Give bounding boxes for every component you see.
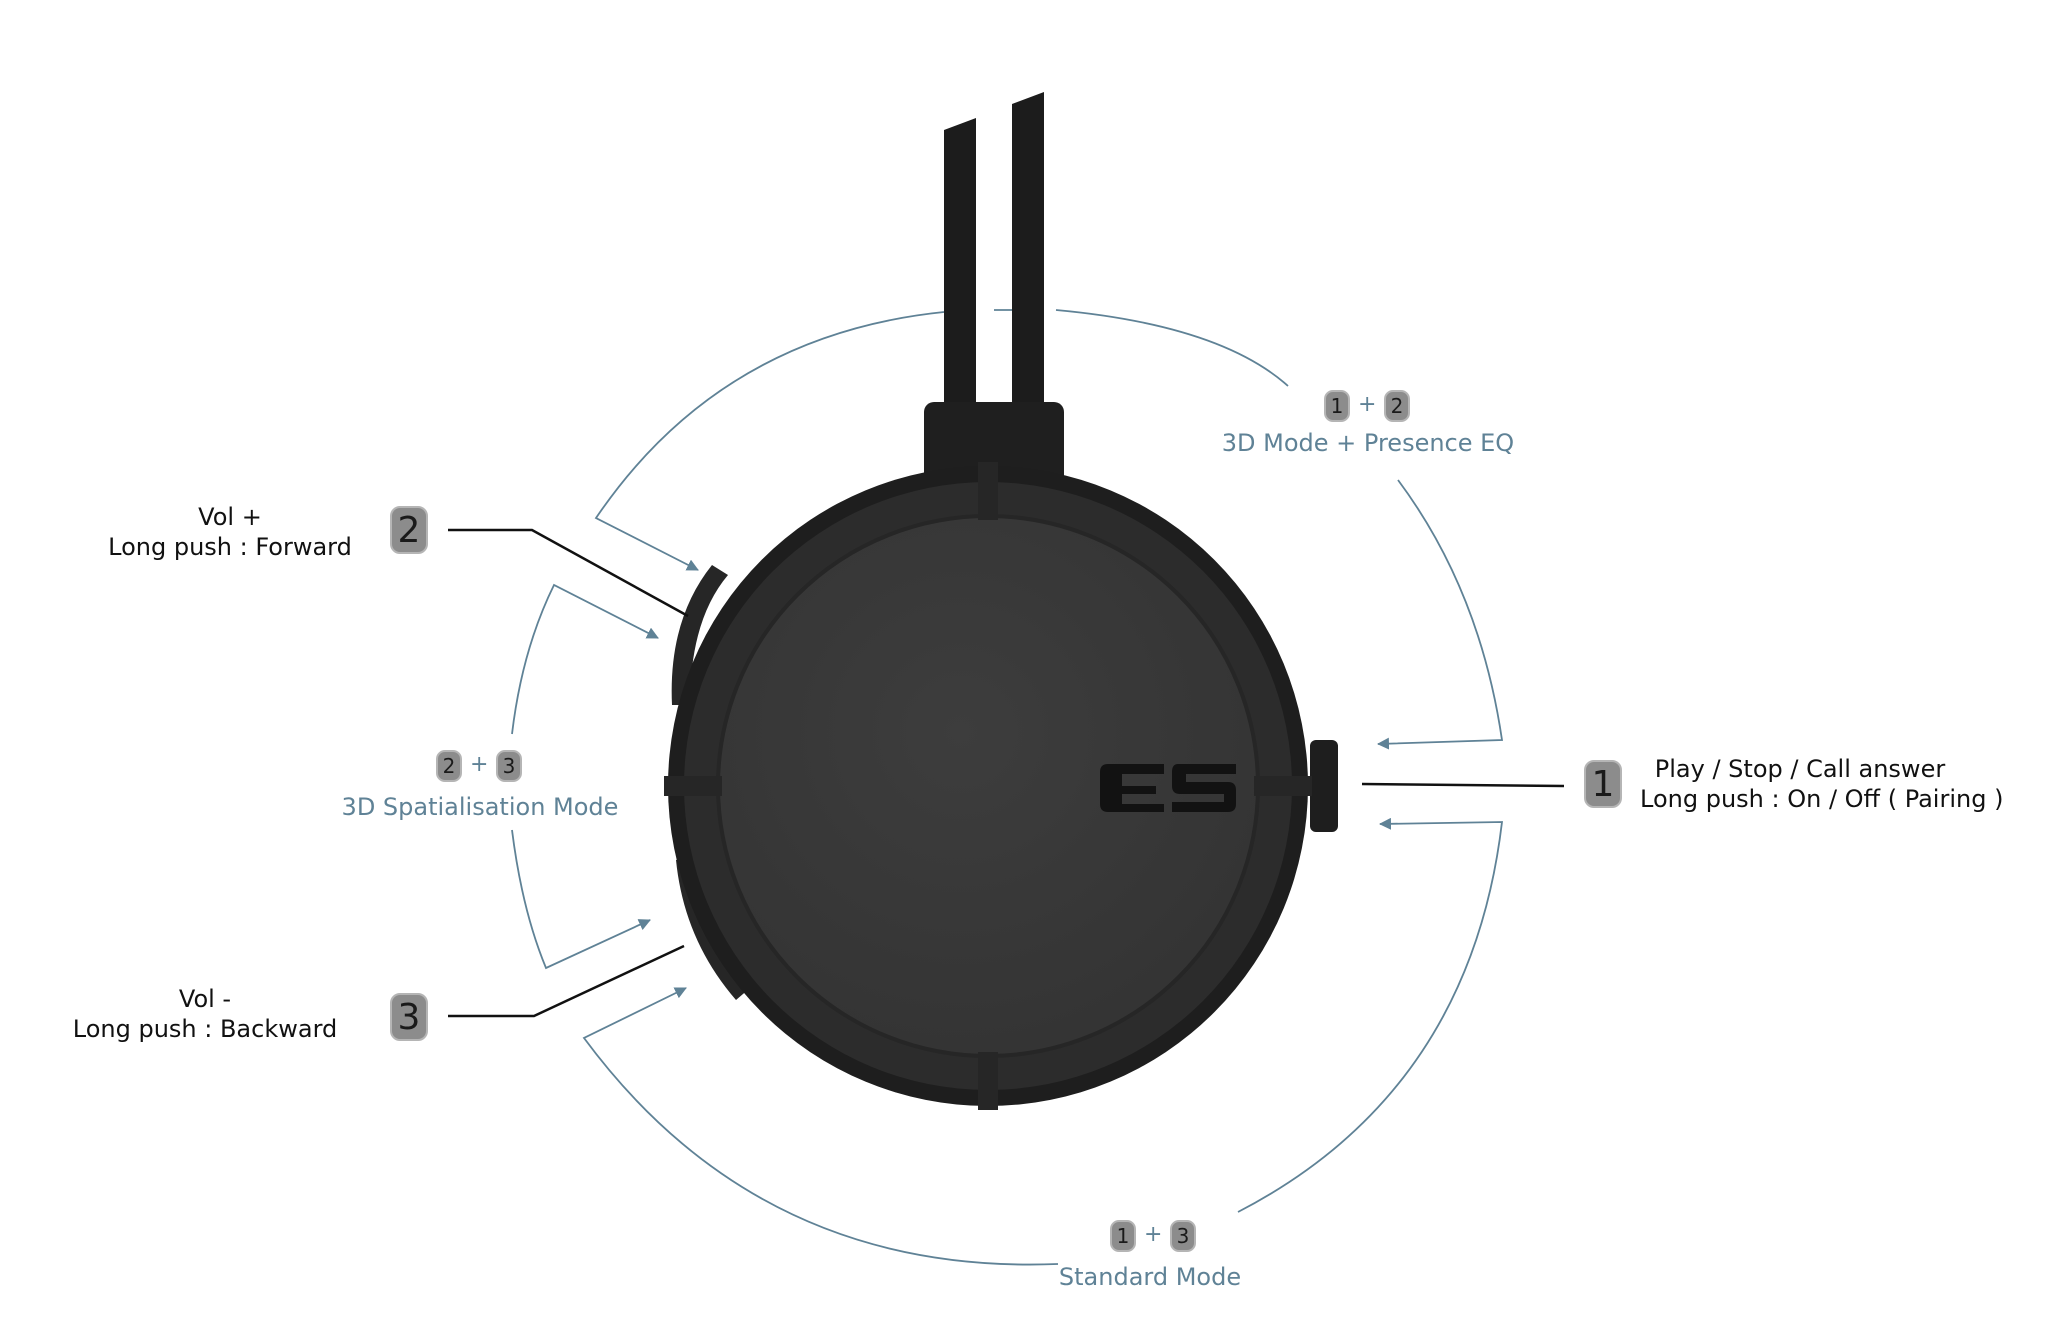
side-button-1[interactable]	[1310, 740, 1338, 832]
leader-line-2	[448, 528, 689, 618]
combo-2-3-badge-a: 2	[436, 750, 462, 782]
combo-1-2-plus: +	[1358, 392, 1377, 417]
combo-1-3-plus: +	[1144, 1222, 1163, 1247]
rim-notches	[664, 462, 1312, 1110]
button-1-line2: Long push : On / Off ( Pairing )	[1640, 785, 2004, 813]
side-button-2[interactable]	[671, 565, 728, 705]
strap-connector	[924, 402, 1064, 486]
combo-1-3-badge-b: 3	[1170, 1220, 1196, 1252]
combo-2-3-label: 3D Spatialisation Mode	[341, 793, 619, 821]
button-2-line1: Vol +	[198, 503, 262, 531]
combo-1-2-badge-a: 1	[1324, 390, 1350, 422]
arc-right-upper	[1377, 479, 1504, 750]
combo-1-2-label: 3D Mode + Presence EQ	[1221, 429, 1515, 457]
button-2-badge: 2	[390, 506, 428, 554]
button-3-line2: Long push : Backward	[72, 1015, 338, 1043]
arc-left-upper	[511, 583, 659, 735]
combo-2-3-badge-b: 3	[496, 750, 522, 782]
combo-1-3-badge-a: 1	[1110, 1220, 1136, 1252]
button-2-description: Vol + Long push : Forward	[90, 502, 370, 562]
leader-line-3	[448, 944, 685, 1018]
button-1-line1: Play / Stop / Call answer	[1654, 755, 1946, 783]
button-3-badge: 3	[390, 993, 428, 1041]
arc-left-lower	[511, 829, 651, 970]
combo-2-3-plus: +	[470, 752, 489, 777]
combo-1-3-label: Standard Mode	[1058, 1263, 1242, 1291]
button-3-line1: Vol -	[178, 985, 232, 1013]
strap-group	[944, 92, 1044, 410]
button-1-badge: 1	[1584, 760, 1622, 808]
button-3-description: Vol - Long push : Backward	[60, 984, 350, 1044]
arc-top-right	[1055, 309, 1289, 387]
strap-left	[944, 118, 976, 410]
combo-1-2-badge-b: 2	[1384, 390, 1410, 422]
arc-bottom-left	[582, 987, 1059, 1266]
button-1-description: Play / Stop / Call answer Long push : On…	[1640, 754, 2004, 814]
arc-top-left	[594, 311, 945, 571]
arc-right-lower	[1237, 817, 1504, 1213]
es-logo	[1100, 764, 1236, 812]
leader-line-1	[1361, 782, 1565, 788]
strap-right	[1012, 92, 1044, 410]
button-2-line2: Long push : Forward	[108, 533, 352, 561]
